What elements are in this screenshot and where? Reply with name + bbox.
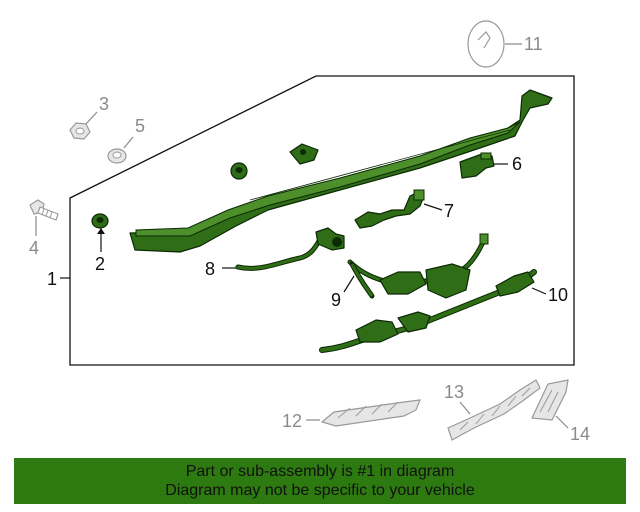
molding-top-face: [135, 121, 521, 237]
molding-crease: [249, 129, 511, 201]
footer-line-2: Diagram may not be specific to your vehi…: [165, 482, 475, 499]
callout-4: 4: [29, 238, 39, 258]
footer-banner: Part or sub-assembly is #1 in diagram Di…: [14, 458, 626, 504]
harness-8-icon: [235, 227, 345, 271]
harness-7-icon: [354, 189, 425, 229]
leader-line-3: [85, 111, 98, 125]
bolt-4-icon: [29, 199, 59, 221]
callout-8: 8: [205, 259, 215, 279]
leader-line-14: [555, 415, 569, 429]
leader-line-5: [123, 136, 134, 149]
callout-9: 9: [331, 290, 341, 310]
leader-line-13: [459, 401, 471, 415]
nut-3-icon: [69, 122, 91, 140]
leader-arrow-2: [97, 228, 105, 234]
assembly-outline: [69, 75, 575, 366]
grommet-icon: [230, 162, 248, 180]
callout-12: 12: [282, 411, 302, 431]
callout-10: 10: [548, 285, 568, 305]
emblem-disc-11-icon: [467, 20, 505, 68]
footer-banner-background: [14, 458, 626, 504]
nut-5-icon: [107, 148, 127, 164]
leader-line-10: [531, 287, 547, 295]
nameplate-12-icon: [320, 399, 421, 427]
clip-nut-icon: [289, 143, 319, 165]
callout-3: 3: [99, 94, 109, 114]
harness-9-icon: [347, 233, 489, 299]
leader-line-9: [343, 275, 355, 293]
callout-5: 5: [135, 116, 145, 136]
callout-14: 14: [570, 424, 590, 444]
callout-1: 1: [47, 269, 57, 289]
callout-11: 11: [524, 34, 543, 54]
harness-10-icon: [319, 269, 537, 353]
callout-2: 2: [95, 254, 105, 274]
grommet-2-icon: [91, 213, 109, 229]
callout-6: 6: [512, 154, 522, 174]
leader-line-7: [423, 203, 443, 211]
footer-line-1: Part or sub-assembly is #1 in diagram: [185, 463, 455, 480]
nameplate-13-icon: [447, 379, 541, 441]
bracket-6-icon: [459, 152, 495, 179]
callout-7: 7: [444, 201, 454, 221]
badge-14-icon: [531, 379, 569, 421]
callout-13: 13: [444, 382, 464, 402]
